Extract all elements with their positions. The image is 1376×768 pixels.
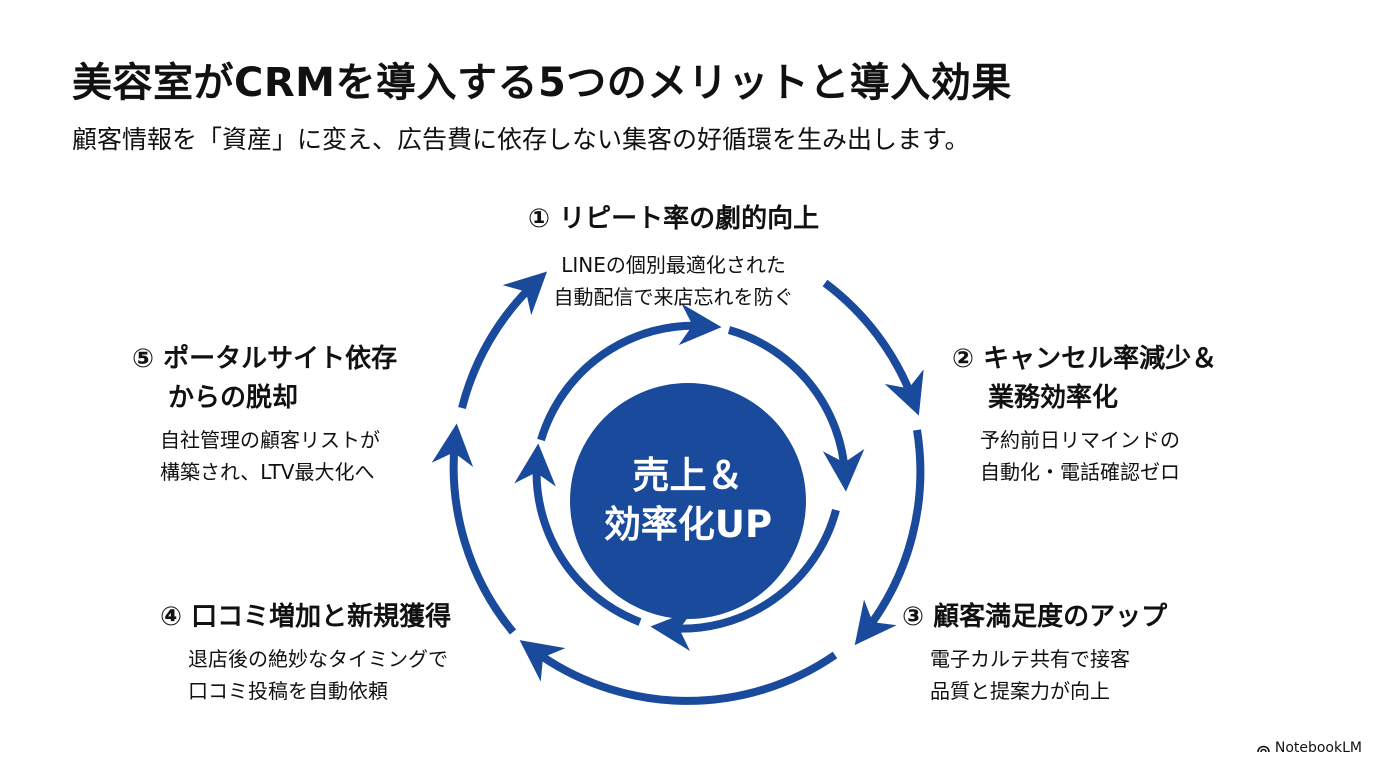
benefit-5-title-line: ポータルサイト依存: [163, 344, 398, 374]
benefit-5-description: 自社管理の顧客リストが 構築され、LTV最大化へ: [132, 424, 397, 488]
benefit-4-desc-line: 口コミ投稿を自動依頼: [188, 679, 388, 703]
benefit-1-title: リピート率の劇的向上: [559, 204, 820, 234]
benefit-4-desc-line: 退店後の絶妙なタイミングで: [188, 647, 448, 671]
benefit-5: ⑤ ポータルサイト依存 からの脱却 自社管理の顧客リストが 構築され、LTV最大…: [132, 340, 397, 488]
benefit-4: ④ 口コミ増加と新規獲得 退店後の絶妙なタイミングで 口コミ投稿を自動依頼: [160, 598, 451, 707]
benefit-1-desc-line: LINEの個別最適化された: [561, 253, 786, 277]
benefit-5-title-line: からの脱却: [168, 383, 299, 413]
benefit-3-desc-line: 品質と提案力が向上: [930, 679, 1110, 703]
benefit-4-title: 口コミ増加と新規獲得: [191, 602, 452, 632]
benefit-4-heading: ④ 口コミ増加と新規獲得: [160, 598, 451, 637]
benefit-3-heading: ③ 顧客満足度のアップ: [902, 598, 1167, 637]
benefit-4-description: 退店後の絶妙なタイミングで 口コミ投稿を自動依頼: [160, 643, 451, 707]
outer-arrow-4: [431, 423, 517, 635]
benefit-2-number: ②: [952, 344, 975, 374]
benefit-1-heading: ① リピート率の劇的向上: [528, 200, 819, 239]
benefit-3: ③ 顧客満足度のアップ 電子カルテ共有で接客 品質と提案力が向上: [902, 598, 1167, 707]
benefit-2-description: 予約前日リマインドの 自動化・電話確認ゼロ: [952, 424, 1217, 488]
notebooklm-icon: [1257, 745, 1270, 753]
benefit-2-heading: ② キャンセル率減少＆ 業務効率化: [952, 340, 1217, 418]
benefit-2: ② キャンセル率減少＆ 業務効率化 予約前日リマインドの 自動化・電話確認ゼロ: [952, 340, 1217, 488]
benefit-2-title-line: キャンセル率減少＆: [983, 344, 1218, 374]
benefit-1: ① リピート率の劇的向上 LINEの個別最適化された 自動配信で来店忘れを防ぐ: [528, 200, 819, 313]
inner-arrow-1: [727, 326, 865, 492]
benefit-3-desc-line: 電子カルテ共有で接客: [930, 647, 1130, 671]
brand-watermark: NotebookLM: [1257, 740, 1362, 756]
center-label: 売上＆ 効率化UP: [570, 383, 806, 619]
outer-arrow-5: [458, 271, 548, 409]
benefit-3-title: 顧客満足度のアップ: [933, 602, 1168, 632]
center-label-line2: 効率化UP: [603, 503, 773, 546]
benefit-5-number: ⑤: [132, 344, 155, 374]
center-circle: [570, 383, 806, 619]
benefit-5-heading: ⑤ ポータルサイト依存 からの脱却: [132, 340, 397, 418]
benefit-1-number: ①: [528, 204, 551, 234]
benefit-5-desc-line: 構築され、LTV最大化へ: [160, 460, 375, 484]
benefit-1-desc-line: 自動配信で来店忘れを防ぐ: [553, 285, 794, 309]
page-title: 美容室がCRMを導入する5つのメリットと導入効果: [72, 60, 1012, 106]
center-label-line1: 売上＆: [632, 454, 744, 498]
outer-arrow-2: [854, 429, 925, 646]
outer-arrow-3: [519, 640, 838, 705]
benefit-5-desc-line: 自社管理の顧客リストが: [160, 428, 380, 452]
benefit-1-description: LINEの個別最適化された 自動配信で来店忘れを防ぐ: [528, 249, 819, 313]
benefit-3-description: 電子カルテ共有で接客 品質と提案力が向上: [902, 643, 1167, 707]
benefit-2-title-line: 業務効率化: [988, 383, 1119, 413]
page-subtitle: 顧客情報を「資産」に変え、広告費に依存しない集客の好循環を生み出します。: [72, 125, 970, 154]
benefit-2-desc-line: 予約前日リマインドの: [980, 428, 1180, 452]
outer-arrow-1: [822, 279, 924, 416]
brand-label: NotebookLM: [1274, 740, 1362, 756]
benefit-4-number: ④: [160, 602, 183, 632]
benefit-3-number: ③: [902, 602, 925, 632]
benefit-2-desc-line: 自動化・電話確認ゼロ: [980, 460, 1180, 484]
inner-arrow-2: [650, 508, 840, 651]
inner-arrow-4: [537, 303, 722, 442]
inner-arrow-3: [514, 443, 642, 626]
